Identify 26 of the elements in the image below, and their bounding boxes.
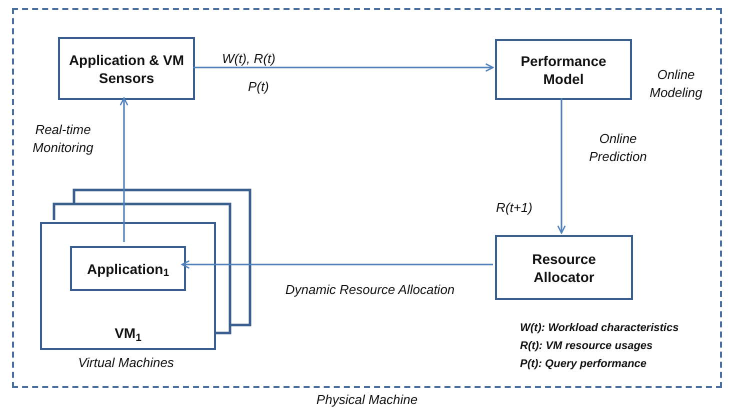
node-label: Performance Model (520, 52, 608, 88)
definition-text: P(t): Query performance (520, 357, 647, 372)
process-box (58, 37, 195, 100)
node-label: Resource Allocator (531, 250, 597, 286)
edge-label: Dynamic Resource Allocation (284, 281, 456, 299)
arrow (193, 63, 494, 72)
signal-label: R(t+1) (496, 199, 532, 217)
edge-label: W(t), R(t) (222, 50, 276, 68)
node-caption: Virtual Machines (77, 354, 175, 372)
process-box (495, 39, 632, 100)
arrow (181, 260, 493, 269)
edge-label: Online Prediction (588, 130, 648, 166)
signal-label: P(t) (248, 78, 269, 96)
definition-text: R(t): VM resource usages (520, 339, 653, 354)
edge-label: Real-time Monitoring (32, 121, 94, 157)
arrow (557, 98, 566, 234)
node-caption: Online Modeling (648, 66, 704, 102)
node-label: Application & VM Sensors (68, 50, 186, 86)
process-box (70, 246, 186, 291)
node-label: VM$_{1}$ (114, 324, 142, 344)
process-box (495, 235, 633, 300)
boundary-label: Physical Machine (316, 391, 418, 409)
vm-box (40, 222, 216, 350)
arrow (120, 97, 128, 242)
node-label: Application$_{1}$ (86, 260, 170, 278)
definition-text: W(t): Workload characteristics (520, 321, 679, 336)
